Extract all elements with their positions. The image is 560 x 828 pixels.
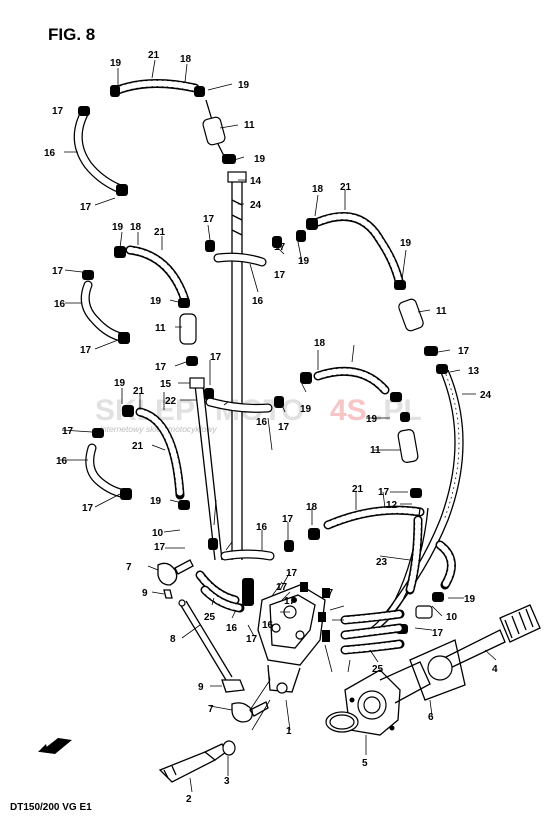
callout-21: 21 [352,484,364,495]
callout-19: 19 [112,222,124,233]
third-left-hose-assembly [85,377,284,561]
callout-18: 18 [314,338,326,349]
callout-16: 16 [262,620,274,631]
callout-17: 17 [458,346,470,357]
callout-17: 17 [52,106,64,117]
callout-18: 18 [180,54,192,65]
callout-17: 17 [154,542,166,553]
figure-title: FIG. 8 [48,25,95,44]
callout-18: 18 [312,184,324,195]
callout-21: 21 [133,386,145,397]
callout-17: 17 [278,422,290,433]
callout-19: 19 [366,414,378,425]
callout-12: 12 [386,500,398,511]
callout-17: 17 [62,426,74,437]
callout-17: 17 [246,634,258,645]
callout-15: 15 [160,379,172,390]
callout-19: 19 [238,80,250,91]
callout-18: 18 [306,502,318,513]
callout-24: 24 [480,390,492,401]
callout-11: 11 [155,323,166,334]
callout-16: 16 [252,296,264,307]
callout-16: 16 [56,456,68,467]
callout-21: 21 [154,227,166,238]
callout-16: 16 [256,417,268,428]
callout-19: 19 [110,58,122,69]
callout-13: 13 [468,366,480,377]
bottom-shaft [158,740,236,783]
callout-16: 16 [54,299,66,310]
callout-1: 1 [286,726,292,737]
callout-17: 17 [52,266,64,277]
callout-5: 5 [362,758,368,769]
callout-16: 16 [44,148,56,159]
callout-10: 10 [446,612,458,623]
right-lower-hose-assembly [308,505,456,636]
left-rod-fittings [157,559,269,723]
callout-17: 17 [80,202,92,213]
callout-2: 2 [186,794,192,805]
callout-19: 19 [150,496,162,507]
callout-23: 23 [376,557,388,568]
callout-17: 17 [276,582,288,593]
pump-housing [325,639,466,736]
callout-8: 8 [170,634,176,645]
callout-9: 9 [198,682,204,693]
callout-21: 21 [340,182,352,193]
callout-19: 19 [254,154,266,165]
callout-11: 11 [436,306,447,317]
callout-17: 17 [378,487,390,498]
callout-7: 7 [126,562,132,573]
callout-7: 7 [208,704,214,715]
callout-21: 21 [148,50,160,61]
pump-manifold [195,538,405,694]
callout-16: 16 [256,522,268,533]
callout-25: 25 [372,664,384,675]
callout-17: 17 [210,352,222,363]
callout-17: 17 [322,588,334,599]
callout-17: 17 [82,503,94,514]
callout-19: 19 [300,404,312,415]
right-upper-hose-assembly [296,211,464,621]
callout-17: 17 [282,514,294,525]
callout-17: 17 [284,596,296,607]
callout-19: 19 [400,238,412,249]
figure-footer: DT150/200 VG E1 [10,802,92,813]
callout-6: 6 [428,712,434,723]
direction-arrow-icon [38,738,72,754]
callout-19: 19 [150,296,162,307]
callout-21: 21 [132,441,144,452]
callout-17: 17 [80,345,92,356]
callout-17: 17 [155,362,167,373]
callout-11: 11 [244,120,255,131]
centre-vertical-pipe [205,171,282,560]
callout-19: 19 [114,378,126,389]
leader-lines [60,59,497,793]
top-left-hose-assembly [73,78,236,196]
callout-17: 17 [274,270,286,281]
callout-24: 24 [250,200,262,211]
callout-18: 18 [130,222,142,233]
callout-22: 22 [165,396,177,407]
callout-10: 10 [152,528,164,539]
callout-4: 4 [492,664,498,675]
callout-11: 11 [370,445,381,456]
callout-numbers: 19 21 18 19 17 11 16 19 17 14 24 17 19 1… [44,50,498,805]
watermark-brand-c: 4S [330,394,367,427]
callout-14: 14 [250,176,262,187]
callout-16: 16 [226,623,238,634]
callout-25: 25 [204,612,216,623]
callout-17: 17 [432,628,444,639]
callout-9: 9 [142,588,148,599]
callout-19: 19 [464,594,476,605]
callout-17: 17 [274,242,286,253]
right-middle-hose-assembly [300,366,422,498]
callout-17: 17 [286,568,298,579]
second-left-hose-assembly [80,245,198,366]
callout-17: 17 [203,214,215,225]
callout-19: 19 [298,256,310,267]
callout-3: 3 [224,776,230,787]
